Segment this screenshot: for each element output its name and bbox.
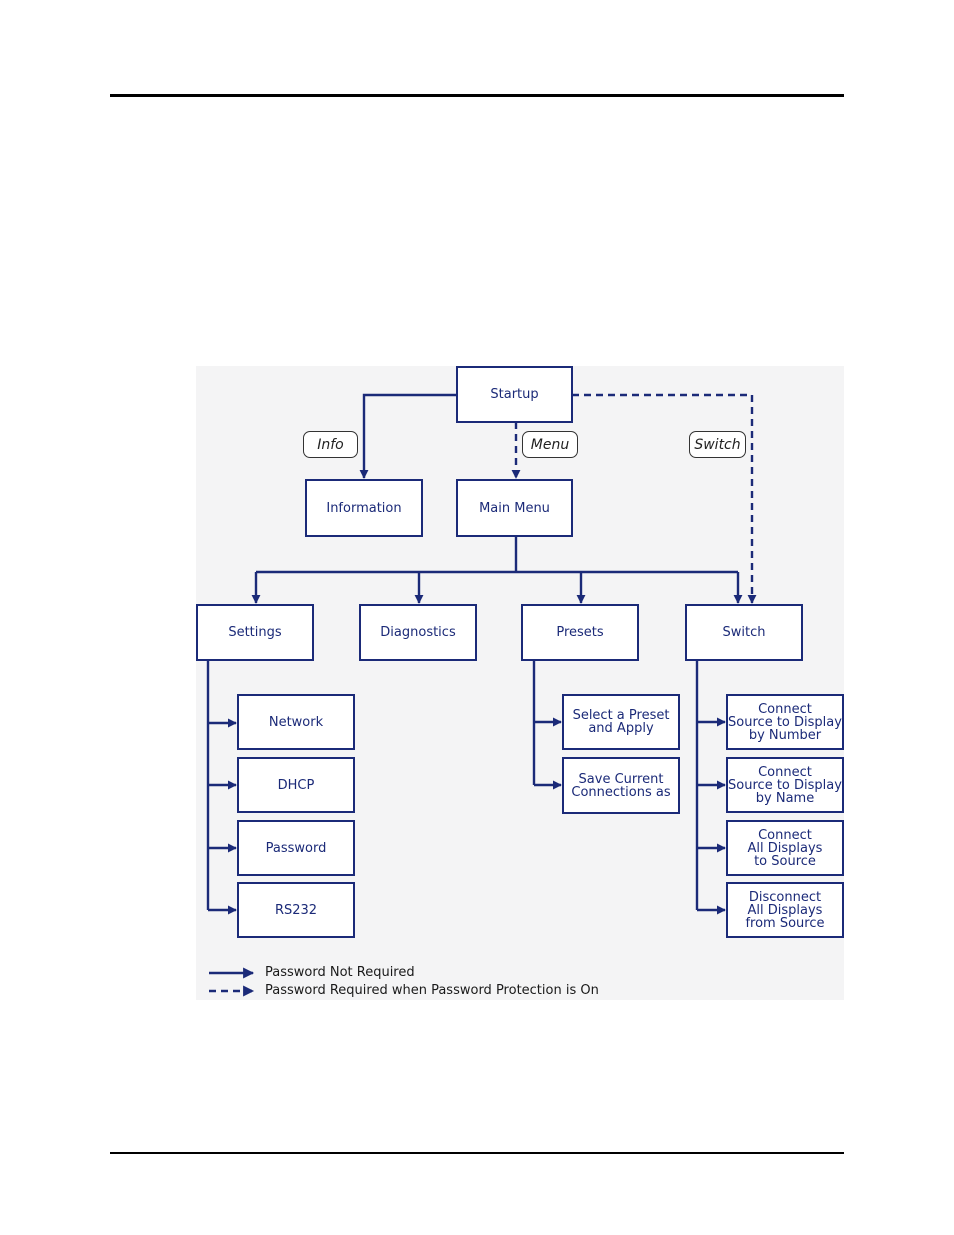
header-rule [110,94,844,97]
node-save-connections: Save Current Connections as [562,757,680,814]
node-password: Password [237,820,355,876]
node-rs232: RS232 [237,882,355,938]
key-info: Info [303,431,358,458]
legend-solid-label: Password Not Required [265,965,415,980]
node-network: Network [237,694,355,750]
node-diagnostics: Diagnostics [359,604,477,661]
key-menu: Menu [522,431,578,458]
node-select-preset: Select a Preset and Apply [562,694,680,750]
node-switch: Switch [685,604,803,661]
node-connect-by-name: Connect Source to Display by Name [726,757,844,813]
node-information: Information [305,479,423,537]
node-presets: Presets [521,604,639,661]
node-disconnect-all: Disconnect All Displays from Source [726,882,844,938]
key-switch: Switch [689,431,746,458]
node-dhcp: DHCP [237,757,355,813]
node-connect-all: Connect All Displays to Source [726,820,844,876]
node-connect-by-number: Connect Source to Display by Number [726,694,844,750]
legend-dashed-label: Password Required when Password Protecti… [265,983,599,998]
node-main-menu: Main Menu [456,479,573,537]
node-startup: Startup [456,366,573,423]
edge-startup-information [359,393,457,479]
edge-startup-switch [572,393,757,604]
footer-rule [110,1152,844,1154]
node-settings: Settings [196,604,314,661]
